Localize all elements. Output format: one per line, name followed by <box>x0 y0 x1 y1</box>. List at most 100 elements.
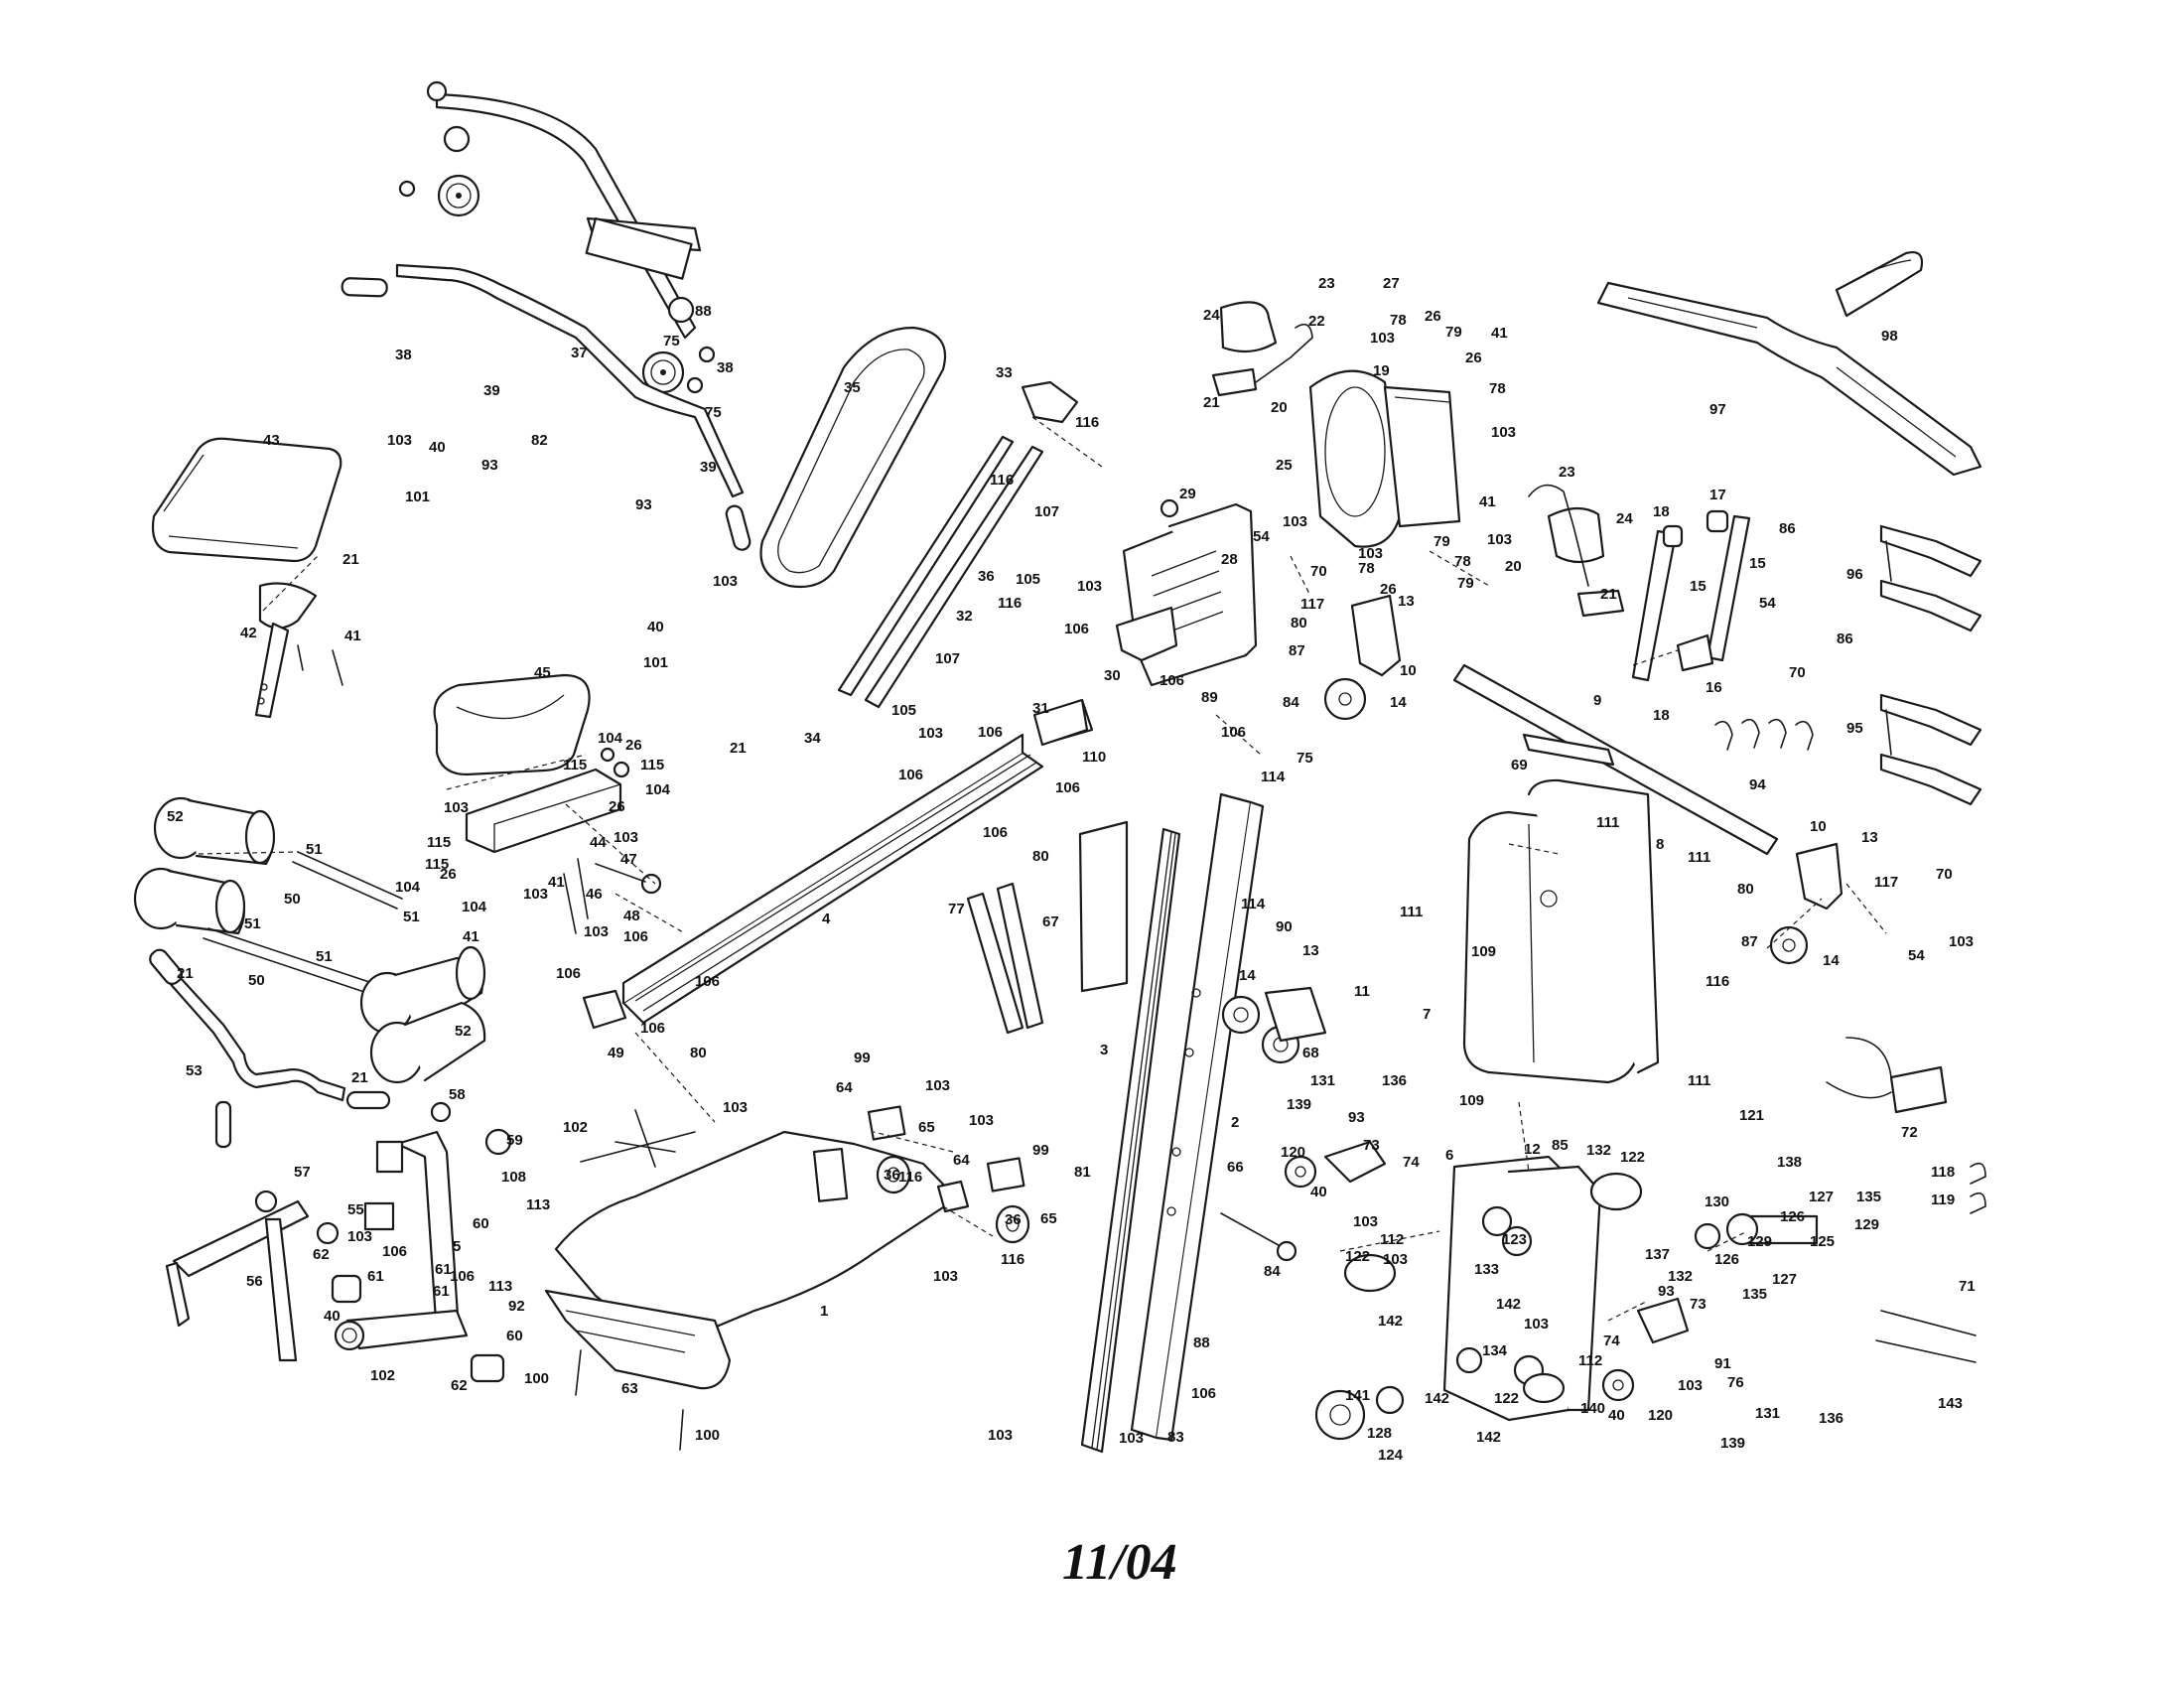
callout-41: 41 <box>344 628 361 644</box>
callout-21f: 21 <box>351 1069 368 1086</box>
callout-138: 138 <box>1777 1154 1802 1171</box>
callout-93d: 93 <box>1658 1283 1675 1300</box>
callout-1: 1 <box>820 1303 828 1320</box>
callout-120b: 120 <box>1648 1407 1673 1424</box>
callout-40d: 40 <box>1310 1184 1327 1200</box>
callout-114b: 114 <box>1241 896 1266 912</box>
callout-20b: 20 <box>1505 558 1522 575</box>
handle-right <box>1528 484 1625 618</box>
callout-114: 114 <box>1261 769 1286 785</box>
callout-106d: 106 <box>978 724 1003 741</box>
callout-51c: 51 <box>403 909 420 925</box>
callout-106n: 106 <box>1191 1385 1216 1402</box>
callout-71: 71 <box>1959 1278 1976 1295</box>
callout-117: 117 <box>1300 596 1324 613</box>
callout-78: 78 <box>1390 312 1407 329</box>
callout-62: 62 <box>313 1246 330 1263</box>
callout-101b: 101 <box>643 654 668 671</box>
callout-127b: 127 <box>1772 1271 1797 1288</box>
callout-113: 113 <box>526 1196 550 1213</box>
callout-79: 79 <box>1445 324 1462 341</box>
callout-21e: 21 <box>177 965 194 982</box>
callout-113b: 113 <box>488 1278 512 1295</box>
callout-116d: 116 <box>898 1169 922 1186</box>
callout-106f: 106 <box>983 824 1008 841</box>
callout-9: 9 <box>1593 692 1601 709</box>
callout-129b: 129 <box>1854 1216 1879 1233</box>
callout-40c: 40 <box>324 1308 341 1325</box>
callout-21c: 21 <box>342 551 359 568</box>
callout-141: 141 <box>1345 1387 1370 1404</box>
callout-7: 7 <box>1423 1006 1431 1023</box>
callout-18b: 18 <box>1653 707 1670 724</box>
callout-26: 26 <box>1425 308 1441 325</box>
cam-73a <box>1323 1140 1387 1184</box>
callout-54: 54 <box>1253 528 1270 545</box>
cable-102 <box>580 1109 696 1168</box>
callout-104: 104 <box>598 730 623 747</box>
callout-95: 95 <box>1846 720 1863 737</box>
callout-106m: 106 <box>450 1268 475 1285</box>
callout-103x: 103 <box>933 1268 958 1285</box>
callout-36c: 36 <box>884 1167 900 1184</box>
cam-73b <box>1636 1297 1690 1344</box>
housing-shroud <box>1462 778 1660 1084</box>
callout-49: 49 <box>608 1045 624 1061</box>
callout-110: 110 <box>1082 749 1106 766</box>
strip-69 <box>1522 733 1615 767</box>
strap-97 <box>1596 281 1982 477</box>
pulley-65b <box>986 1157 1030 1244</box>
callout-103u: 103 <box>1678 1377 1703 1394</box>
callout-121: 121 <box>1739 1107 1764 1124</box>
callout-101: 101 <box>405 489 430 505</box>
callout-123: 123 <box>1502 1231 1527 1248</box>
callout-18: 18 <box>1653 503 1670 520</box>
callout-26c: 26 <box>1380 581 1397 598</box>
callout-75c: 75 <box>1297 750 1313 767</box>
curl-bar <box>341 263 751 551</box>
callout-80d: 80 <box>1737 881 1754 898</box>
callout-38b: 38 <box>717 359 734 376</box>
callout-93c: 93 <box>1348 1109 1365 1126</box>
callout-26d: 26 <box>625 737 642 754</box>
callout-126: 126 <box>1780 1208 1805 1225</box>
callout-23: 23 <box>1318 275 1335 292</box>
wire-71 <box>1880 1310 1977 1336</box>
callout-97: 97 <box>1709 401 1726 418</box>
callout-106: 106 <box>1064 621 1089 637</box>
callout-26b: 26 <box>1465 350 1482 366</box>
callout-64b: 64 <box>953 1152 970 1169</box>
callout-104b: 104 <box>645 781 671 798</box>
callout-13c: 13 <box>1861 829 1878 846</box>
callout-104d: 104 <box>462 899 487 915</box>
pulley-40d <box>1601 1368 1635 1402</box>
callout-122b: 122 <box>1345 1248 1370 1265</box>
callout-84: 84 <box>1283 694 1299 711</box>
callout-106h: 106 <box>623 928 648 945</box>
callout-33: 33 <box>996 364 1013 381</box>
main-rail <box>582 698 1094 1030</box>
callout-111d: 111 <box>1688 1072 1710 1089</box>
callout-140: 140 <box>1580 1400 1605 1417</box>
callout-83: 83 <box>1167 1429 1184 1446</box>
callout-10b: 10 <box>1810 818 1827 835</box>
callout-59: 59 <box>506 1132 523 1149</box>
callout-103t: 103 <box>1524 1316 1549 1333</box>
pop-pin-48 <box>595 863 662 895</box>
callout-87b: 87 <box>1741 933 1758 950</box>
callout-30: 30 <box>1104 667 1121 684</box>
callout-14c: 14 <box>1823 952 1840 969</box>
callout-14b: 14 <box>1239 967 1256 984</box>
callout-118: 118 <box>1931 1164 1955 1181</box>
leader-lines <box>198 416 1887 1322</box>
callout-94: 94 <box>1749 776 1766 793</box>
callout-102b: 102 <box>370 1367 395 1384</box>
back-pad <box>151 437 342 563</box>
callout-116c: 116 <box>998 595 1022 612</box>
callout-115d: 115 <box>425 856 449 873</box>
callout-11: 11 <box>1354 983 1370 1000</box>
callout-132: 132 <box>1586 1142 1611 1159</box>
callout-89: 89 <box>1201 689 1218 706</box>
callout-69: 69 <box>1511 757 1528 773</box>
